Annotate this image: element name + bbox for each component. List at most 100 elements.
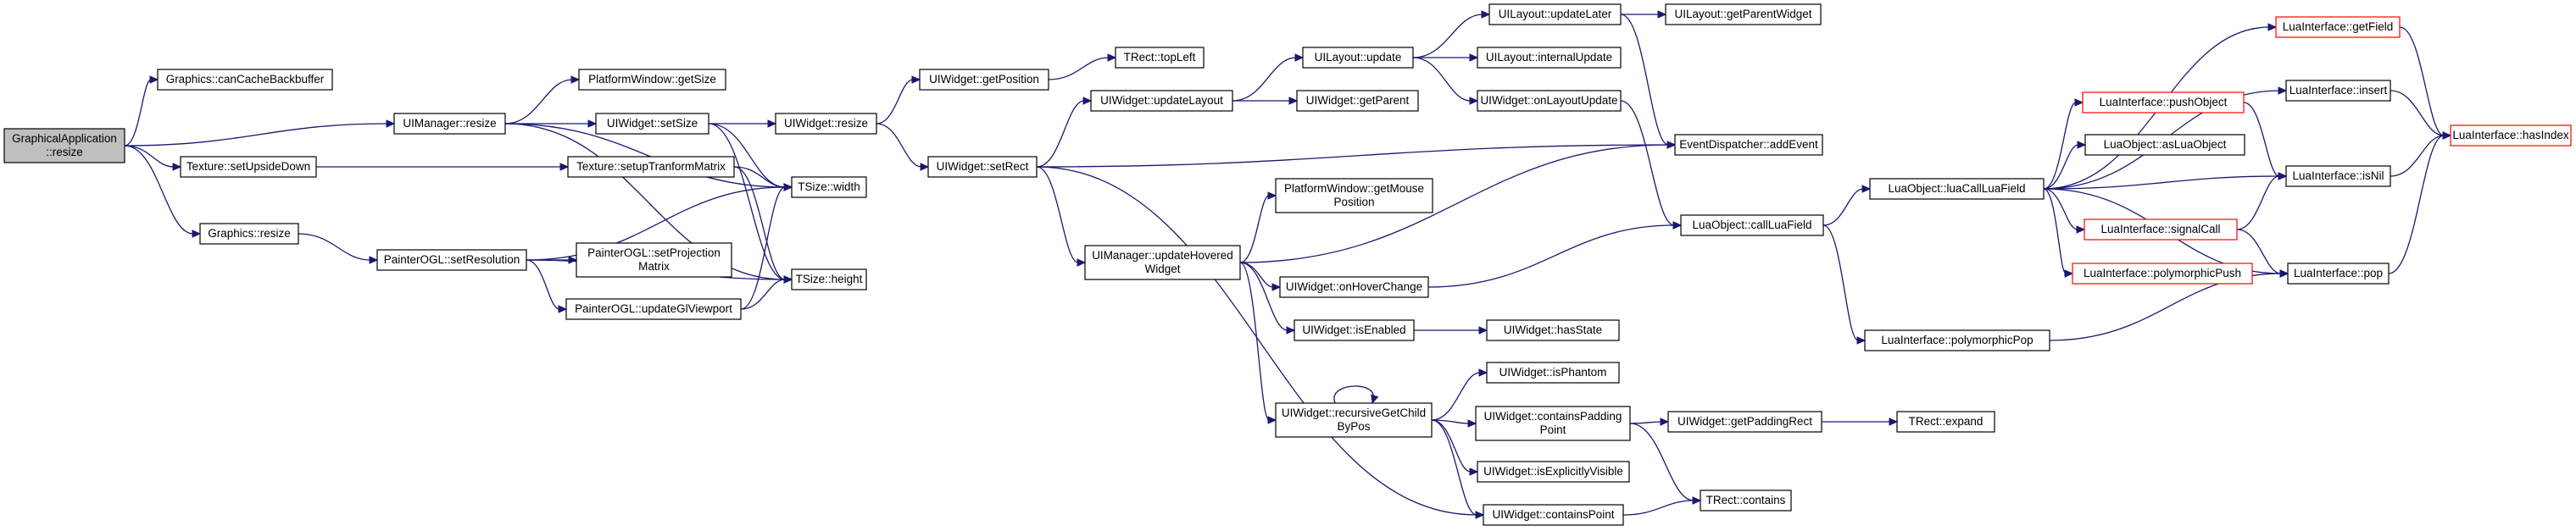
node-tex-setup[interactable]: Texture::setupTranformMatrix (567, 156, 735, 178)
node-tsize-width[interactable]: TSize::width (791, 176, 867, 198)
node-label: ::resize (46, 146, 83, 158)
node-label: UIWidget::hasState (1504, 324, 1602, 336)
node-uiw-onlayout[interactable]: UIWidget::onLayoutUpdate (1477, 90, 1622, 112)
edge-uil-update-to-uil-updlater (1412, 10, 1491, 58)
node-luao-asluaobj[interactable]: LuaObject::asLuaObject (2084, 134, 2245, 156)
node-trect-contains[interactable]: TRect::contains (1700, 490, 1792, 512)
edge-line (504, 79, 573, 124)
node-g-resize[interactable]: Graphics::resize (199, 223, 299, 245)
node-label: Widget (1144, 263, 1180, 275)
node-ed-addevent[interactable]: EventDispatcher::addEvent (1674, 134, 1823, 156)
node-label: LuaObject::luaCallLuaField (1888, 182, 2025, 195)
node-trect-expand[interactable]: TRect::expand (1896, 411, 1995, 433)
edge-line (1232, 57, 1297, 102)
node-luai-polypush[interactable]: LuaInterface::polymorphicPush (2072, 263, 2253, 285)
node-luai-insert[interactable]: LuaInterface::insert (2285, 80, 2391, 102)
node-uiw-isphantom[interactable]: UIWidget::isPhantom (1486, 362, 1620, 384)
edge-line (2236, 229, 2282, 274)
edge-uiw-getpos-to-trect-topleft (1048, 53, 1117, 80)
edge-arrowhead (192, 230, 202, 238)
node-box (1483, 504, 1624, 526)
edge-arrowhead (1481, 10, 1491, 19)
node-label: UIWidget::getPosition (929, 73, 1039, 86)
edge-arrowhead (783, 183, 793, 191)
edge-arrowhead (2076, 225, 2086, 234)
node-uiw-setrect[interactable]: UIWidget::setRect (927, 156, 1038, 178)
node-label: TRect::contains (1706, 494, 1786, 506)
node-label: UIWidget::getPaddingRect (1677, 415, 1812, 428)
edge-arrowhead (2267, 23, 2278, 31)
node-pogl-updgl[interactable]: PainterOGL::updateGlViewport (565, 298, 742, 320)
node-box (1896, 411, 1995, 433)
node-uiw-getparent[interactable]: UIWidget::getParent (1296, 90, 1419, 112)
node-label: Point (1540, 423, 1566, 436)
node-label: Texture::setupTranformMatrix (576, 160, 726, 173)
node-luao-luacall[interactable]: LuaObject::luaCallLuaField (1869, 178, 2045, 200)
edge-arrowhead (2278, 172, 2288, 180)
node-g-cancache[interactable]: Graphics::canCacheBackbuffer (157, 69, 333, 91)
edge-line (876, 123, 922, 168)
node-luai-polypop[interactable]: LuaInterface::polymorphicPop (1864, 329, 2050, 351)
node-uil-updlater[interactable]: UILayout::updateLater (1488, 3, 1622, 25)
node-luai-hasindex[interactable]: LuaInterface::hasIndex (2450, 124, 2572, 147)
node-luai-pushobj[interactable]: LuaInterface::pushObject (2082, 91, 2245, 113)
edge-line (124, 123, 388, 147)
node-uiw-containspt[interactable]: UIWidget::containsPoint (1483, 504, 1624, 526)
edge-line (708, 123, 786, 280)
edge-ga-resize-to-g-resize (124, 145, 202, 238)
node-box (576, 242, 732, 278)
node-pw-getsize[interactable]: PlatformWindow::getSize (578, 69, 726, 91)
edge-line (1239, 262, 1288, 331)
node-uiw-getpadrect[interactable]: UIWidget::getPaddingRect (1667, 411, 1822, 433)
node-label: UIWidget::getParent (1306, 94, 1410, 107)
node-box (1477, 461, 1630, 483)
node-box (3, 128, 125, 163)
node-label: UIWidget::onHoverChange (1286, 280, 1422, 293)
edge-arrowhead (1478, 326, 1488, 335)
node-ga-resize[interactable]: GraphicalApplication::resize (3, 128, 125, 163)
node-uil-internal[interactable]: UILayout::internalUpdate (1477, 47, 1622, 69)
node-tsize-height[interactable]: TSize::height (791, 268, 867, 290)
node-uiw-isenabled[interactable]: UIWidget::isEnabled (1294, 319, 1415, 341)
node-box (1667, 411, 1822, 433)
node-uiw-onhover[interactable]: UIWidget::onHoverChange (1279, 276, 1429, 298)
node-uim-resize[interactable]: UIManager::resize (393, 113, 506, 135)
node-uiw-isexplicit[interactable]: UIWidget::isExplicitlyVisible (1477, 461, 1630, 483)
node-box (1680, 214, 1824, 236)
node-luai-isnil[interactable]: LuaInterface::isNil (2285, 165, 2391, 187)
node-box (2084, 218, 2238, 241)
edge-arrowhead (1267, 191, 1277, 200)
edge-line (1431, 419, 1477, 516)
edge-arrowhead (1107, 53, 1117, 62)
node-luao-callfield[interactable]: LuaObject::callLuaField (1680, 214, 1824, 236)
node-trect-topleft[interactable]: TRect::topLeft (1115, 47, 1205, 69)
edge-line (504, 123, 786, 280)
node-tex-upside[interactable]: Texture::setUpsideDown (180, 156, 317, 178)
node-luai-getfield[interactable]: LuaInterface::getField (2275, 16, 2401, 38)
edge-arrowhead (2064, 269, 2074, 278)
node-uiw-hasstate[interactable]: UIWidget::hasState (1486, 319, 1620, 341)
node-uiw-getpos[interactable]: UIWidget::getPosition (919, 69, 1049, 91)
node-luai-pop[interactable]: LuaInterface::pop (2287, 263, 2390, 285)
node-pogl-setres[interactable]: PainterOGL::setResolution (376, 249, 527, 271)
edge-uiw-setrect-to-uiw-updlayout (1036, 97, 1093, 168)
node-uiw-resize[interactable]: UIWidget::resize (775, 113, 877, 135)
node-uiw-updlayout[interactable]: UIWidget::updateLayout (1090, 90, 1233, 112)
node-label: PlatformWindow::getSize (588, 73, 716, 86)
node-label: TRect::topLeft (1124, 51, 1196, 64)
edge-uil-updlater-to-ed-addevent (1620, 14, 1677, 149)
edge-uim-updhov-to-pw-getmouse (1239, 191, 1277, 263)
edge-line (1622, 500, 1694, 516)
node-box (595, 113, 709, 135)
node-uiw-setsize[interactable]: UIWidget::setSize (595, 113, 709, 135)
node-uil-getparentw[interactable]: UILayout::getParentWidget (1665, 3, 1822, 25)
node-box (1486, 362, 1620, 384)
node-uil-update[interactable]: UILayout::update (1302, 47, 1414, 69)
node-luai-signalcall[interactable]: LuaInterface::signalCall (2084, 218, 2238, 241)
edge-arrowhead (1467, 419, 1477, 428)
